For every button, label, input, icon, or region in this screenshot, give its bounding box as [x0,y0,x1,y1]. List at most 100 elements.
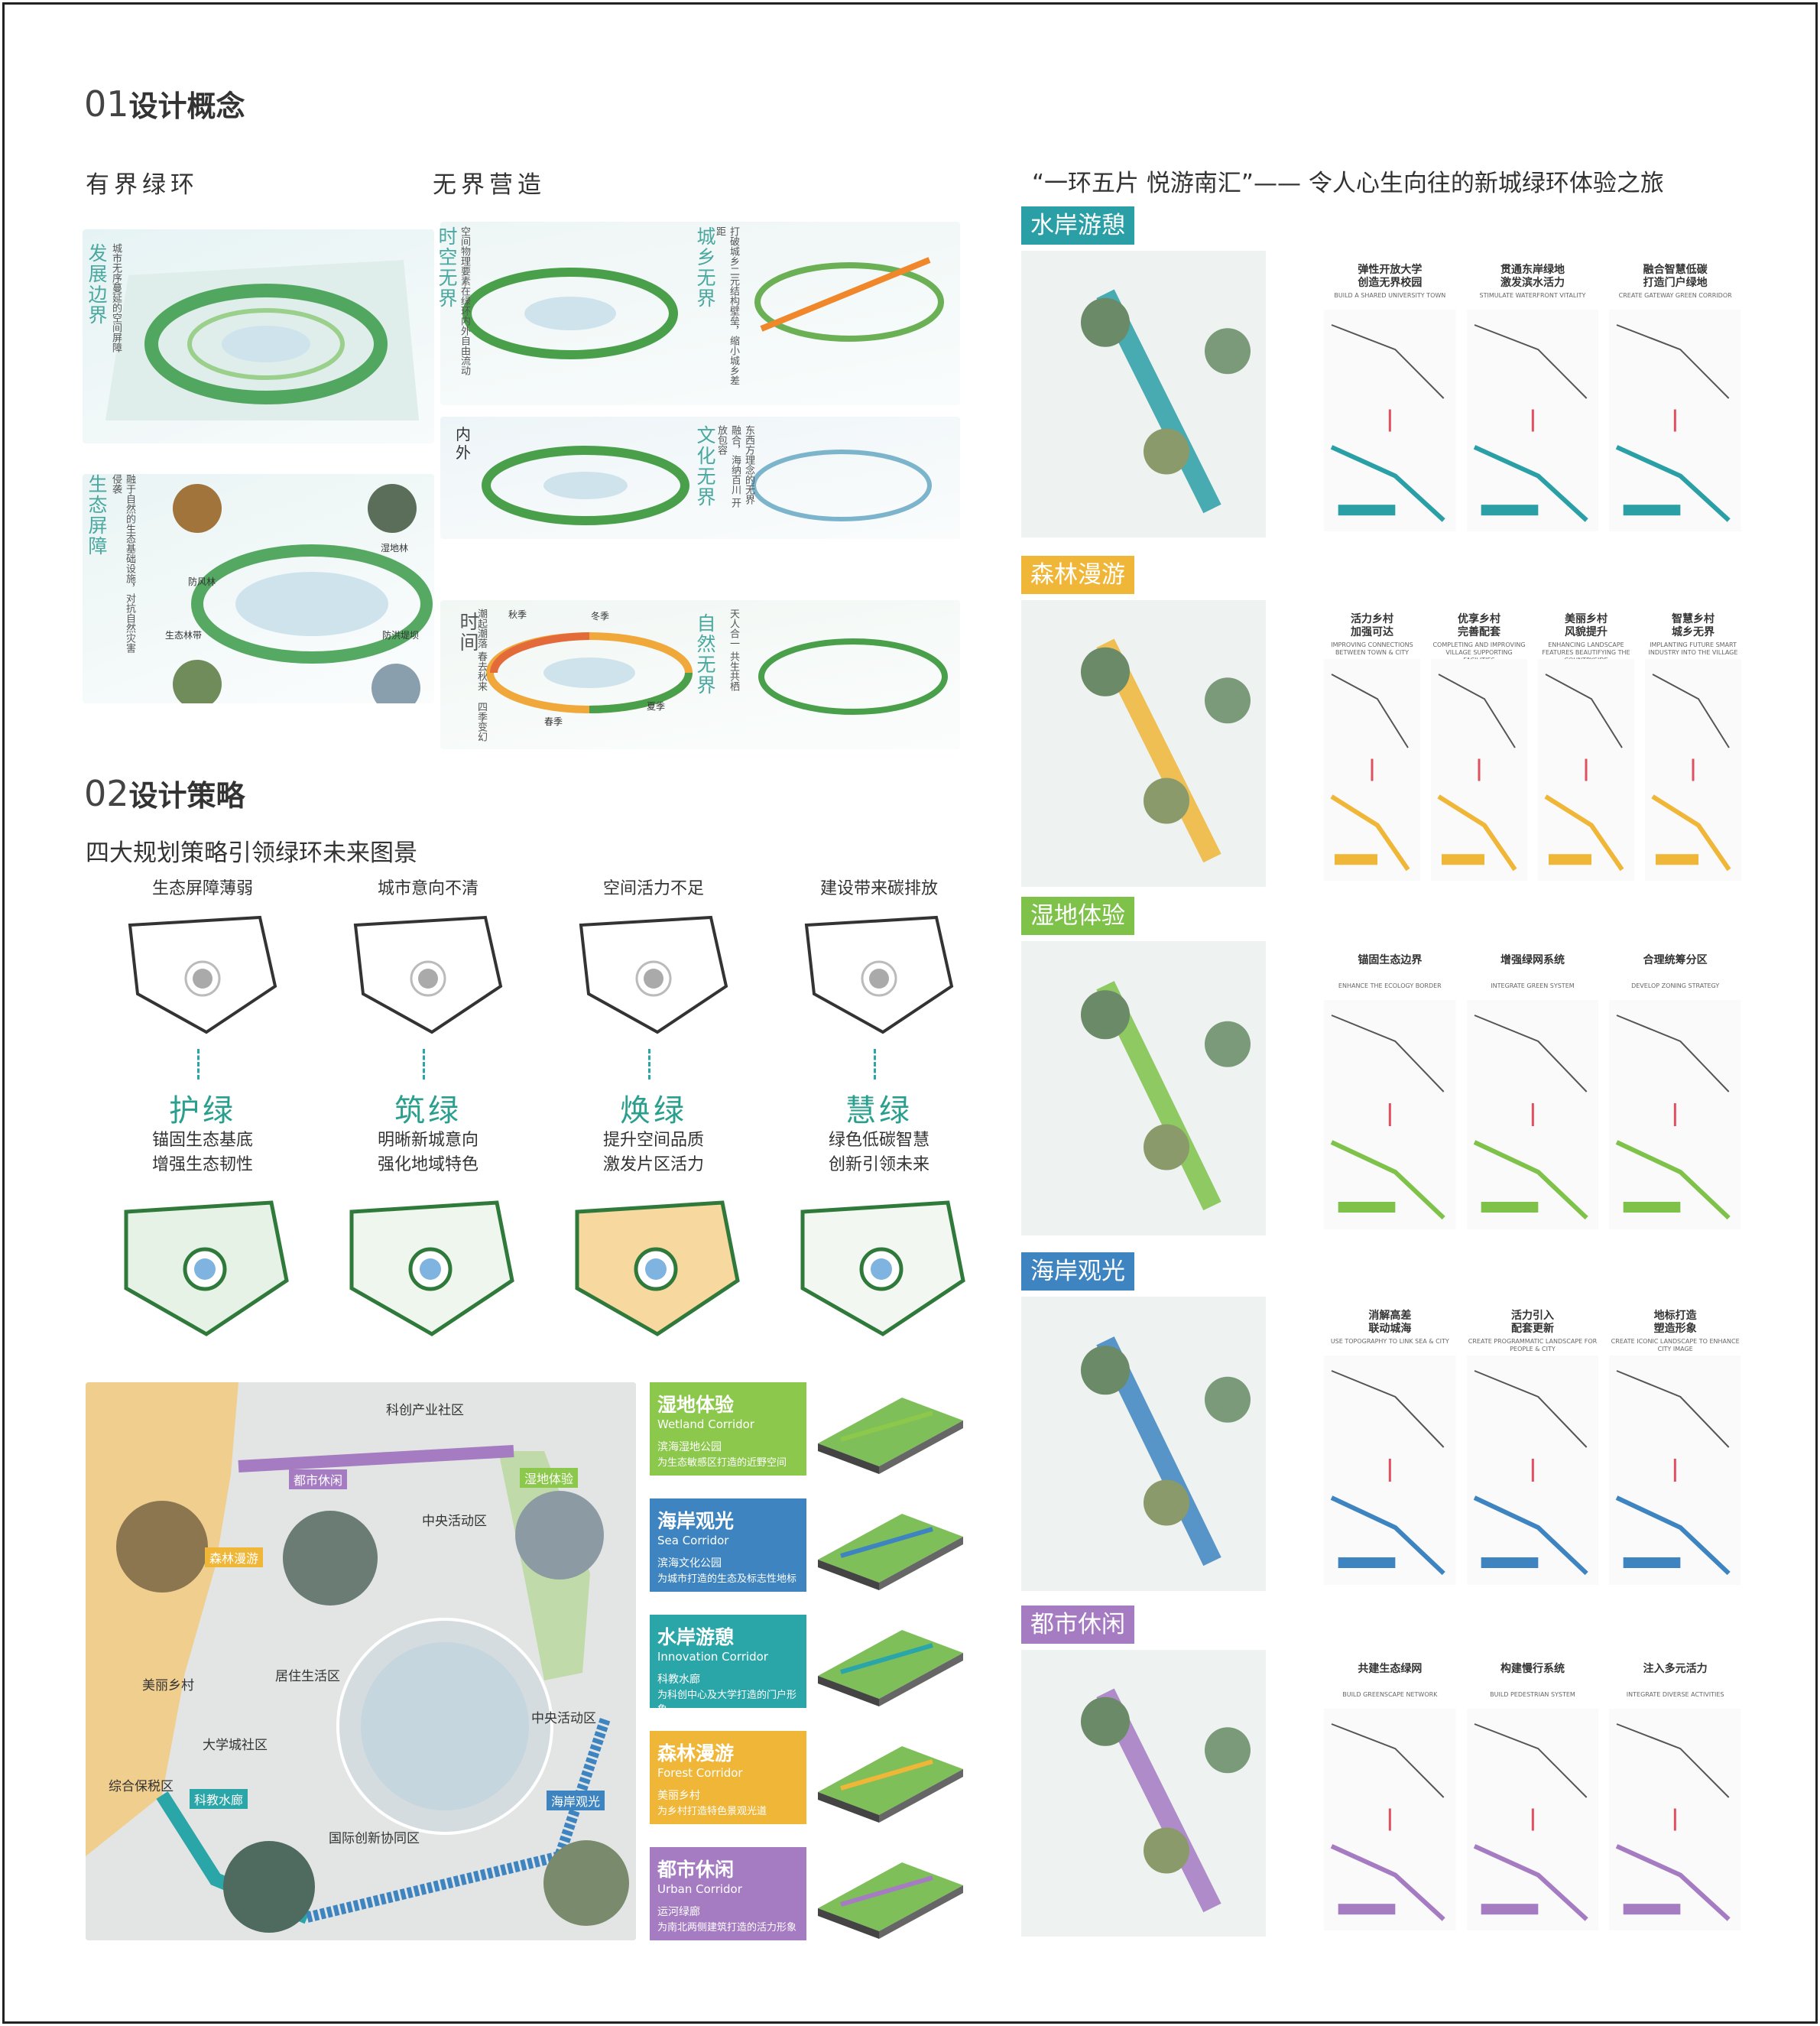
journey-step-en: STIMULATE WATERFRONT VITALITY [1479,292,1586,299]
eco-barrier-title: 生态屏障 [86,474,108,557]
strategy-line2: 激发片区活力 [602,1155,704,1174]
journey-step-en: BUILD A SHARED UNIVERSITY TOWN [1334,292,1446,299]
journey-step-en: CREATE ICONIC LANDSCAPE TO ENHANCE CITY … [1611,1338,1740,1352]
map-district-label: 综合保税区 [109,1779,174,1794]
strategy-problem: 建设带来碳排放 [819,879,938,898]
journey-step-diagram [1466,1356,1599,1585]
journey-step-title: 活力引入 配套更新 [1510,1310,1554,1335]
season-winter: 冬季 [591,611,610,622]
map-corridor-label: 科教水廊 [190,1789,248,1809]
corridor-card-en: Wetland Corridor [657,1417,754,1431]
journey-step-diagram [1645,659,1741,881]
nature-desc: 天人合一 共生共栖 [728,609,739,692]
strategy-title: 筑绿 [394,1093,462,1128]
section2-title: 设计策略 [128,779,245,813]
journey-step-title: 贯通东岸绿地 激发滨水活力 [1500,264,1565,289]
map-district-label: 美丽乡村 [142,1678,194,1693]
corridor-axonometric [818,1630,963,1706]
journey-step-diagram [1324,1709,1456,1930]
map-district-label: 中央活动区 [422,1514,487,1529]
journey-step-en: IMPLANTING FUTURE SMART INDUSTRY INTO TH… [1648,641,1738,656]
journey-section-map [1021,1297,1266,1591]
time-title: 时间 [457,612,479,653]
spacetime-title: 时空无界 [436,226,458,309]
corridor-card-en: Forest Corridor [657,1766,743,1780]
corridor-card-sub: 美丽乡村 [657,1790,700,1802]
corridor-card-desc: 为城市打造的生态及标志性地标 [657,1573,797,1585]
journey-step-diagram [1324,1000,1456,1229]
season-spring: 春季 [544,716,563,727]
journey-step-en: IMPROVING CONNECTIONS BETWEEN TOWN & CIT… [1331,641,1413,656]
eco-barrier-panel [83,474,434,703]
urbanrural-desc: 打破城乡二元结构壁垒，缩小城乡差距 [714,226,739,385]
map-district-label: 国际创新协同区 [329,1831,420,1846]
section2-heading: 02设计策略 [84,772,245,814]
journey-step-diagram [1538,659,1634,881]
map-district-label: 科创产业社区 [386,1403,464,1418]
corridor-card-en: Innovation Corridor [657,1650,768,1664]
down-arrow-icon [197,1049,212,1080]
journey-step-en: USE TOPOGRAPHY TO LINK SEA & CITY [1330,1338,1449,1345]
journey-step-title: 构建慢行系统 [1500,1663,1565,1675]
corridor-card-cn: 海岸观光 [657,1510,735,1532]
development-boundary-panel [83,229,434,443]
strategy-line2: 创新引领未来 [828,1155,929,1174]
green-ring-illustration [105,260,419,420]
section1-heading: 01设计概念 [84,83,245,125]
spacetime-rings [462,257,944,359]
nature-title: 自然无界 [694,613,716,696]
corridor-card-desc: 为乡村打造特色景观光道 [657,1806,767,1817]
journey-step-diagram [1466,310,1599,531]
journey-step-diagram [1609,310,1741,531]
journey-section-map [1021,941,1266,1235]
journey-section-map [1021,251,1266,537]
journey-step-diagram [1609,1356,1741,1585]
corridor-axonometric [818,1862,963,1939]
journey-step-en: INTEGRATE DIVERSE ACTIVITIES [1626,1691,1724,1698]
corridor-axonometric [818,1398,963,1474]
solution-diagram [124,1200,289,1336]
corridor-card-cn: 森林漫游 [657,1742,735,1765]
journey-step-en: BUILD GREENSCAPE NETWORK [1342,1691,1438,1698]
journey-step-title: 智慧乡村 城乡无界 [1672,613,1715,638]
map-district-label: 大学城社区 [203,1738,268,1753]
eco-ring-illustration [173,484,433,703]
spacetime-panel [440,222,960,405]
journey-section-tag: 水岸游憩 [1021,206,1134,245]
corridor-axonometric [818,1514,963,1590]
time-nature-panel [440,600,960,749]
down-arrow-icon [874,1049,889,1080]
journey-section-tag: 森林漫游 [1021,556,1134,594]
strategy-problem: 空间活力不足 [602,879,704,898]
section1-number: 01 [84,83,129,125]
time-desc-1: 潮起潮落 春去秋来 [475,609,487,692]
strategy-line1: 明晰新城意向 [377,1131,479,1150]
master-plan-map [86,1382,636,1940]
problem-diagram [804,915,954,1034]
journey-step-diagram [1609,1709,1741,1930]
journey-section-tag: 都市休闲 [1021,1606,1134,1644]
corridor-card-cn: 水岸游憩 [657,1626,735,1648]
journey-step-diagram [1466,1000,1599,1229]
strategy-problem: 生态屏障薄弱 [151,879,253,898]
strategy-line2: 强化地域特色 [377,1155,479,1174]
corridor-card-en: Sea Corridor [657,1534,729,1547]
journey-step-title: 消解高差 联动城海 [1368,1310,1412,1335]
journey-section-map [1021,1650,1266,1937]
down-arrow-icon [423,1049,438,1080]
strategy-title: 焕绿 [620,1093,687,1128]
journey-step-en: CREATE GATEWAY GREEN CORRIDOR [1618,292,1732,299]
inner-outer-panel [440,417,960,539]
outer-label: 外 [456,443,471,462]
journey-step-title: 锚固生态边界 [1358,954,1423,966]
problem-diagram [128,915,277,1034]
map-corridor-label: 湿地体验 [520,1468,579,1488]
journey-step-title: 弹性开放大学 创造无界校园 [1358,264,1423,289]
journey-section-tag: 海岸观光 [1021,1252,1134,1291]
journey-step-title: 合理统筹分区 [1643,954,1708,966]
map-district-label: 居住生活区 [275,1669,340,1684]
corridor-card-en: Urban Corridor [657,1882,742,1896]
corridor-axonometric [818,1746,963,1823]
map-corridor-label: 森林漫游 [205,1547,264,1567]
